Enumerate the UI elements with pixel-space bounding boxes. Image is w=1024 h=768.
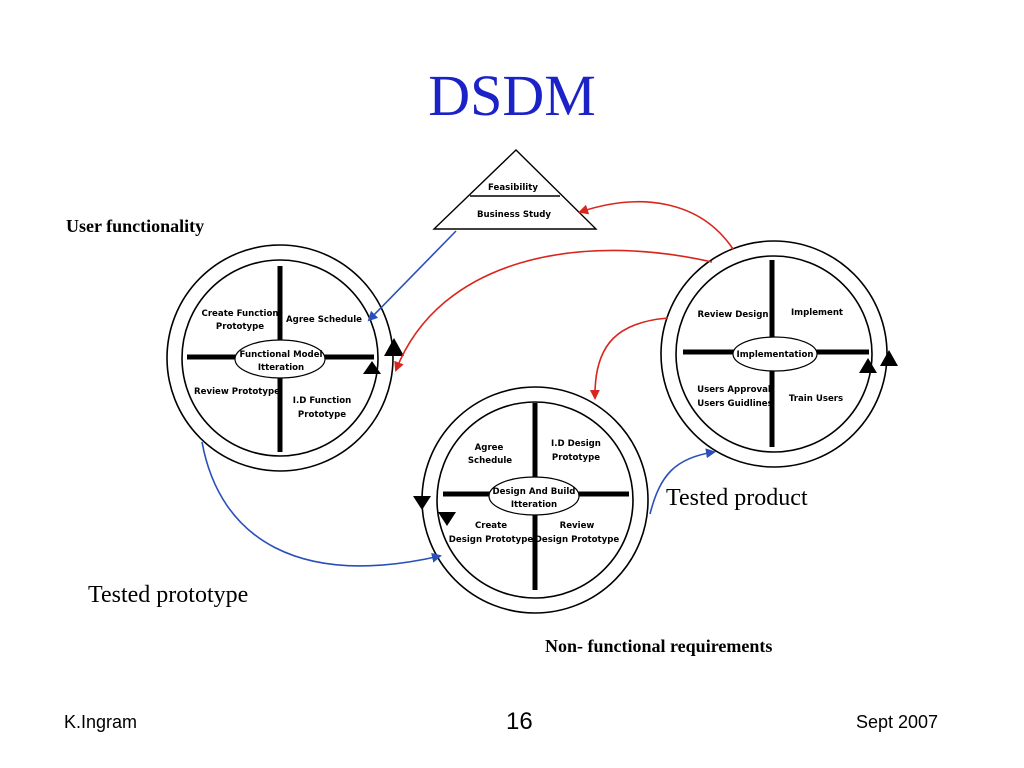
arrow-tested-product (649, 448, 716, 515)
implementation-center-ellipse (732, 336, 818, 372)
implementation-bl-line2: Users Guidlines (697, 399, 773, 409)
footer-date: Sept 2007 (856, 712, 939, 732)
functional-model-br-line1: I.D Function (293, 396, 351, 406)
functional-model-bl-line1: Review Prototype (194, 387, 280, 397)
design-build-center-line1: Design And Build (493, 487, 576, 497)
design-build-tl-line2: Schedule (468, 456, 512, 466)
functional-model-tr-line1: Agree Schedule (286, 315, 362, 325)
implementation-cycle: Implementation Review Design Implement U… (660, 240, 898, 468)
arrow-tested-prototype (201, 441, 442, 567)
arrow-feasibility-to-functional-model (367, 230, 457, 322)
design-build-bl-line1: Create (475, 521, 507, 531)
implementation-tl-line1: Review Design (697, 310, 768, 320)
functional-model-center-line1: Functional Model (240, 350, 323, 360)
functional-model-inner-direction-arrow (363, 361, 381, 374)
design-build-center-ellipse (488, 476, 580, 516)
caption-user-functionality: User functionality (66, 216, 205, 236)
caption-non-functional-requirements: Non- functional requirements (545, 636, 773, 656)
design-build-tl-line1: Agree (475, 443, 504, 453)
design-build-cycle: Design And Build Itteration Agree Schedu… (413, 386, 649, 614)
design-build-br-line2: Design Prototype (535, 535, 620, 545)
design-build-br-line1: Review (560, 521, 595, 531)
implementation-bl-line1: Users Approval (697, 385, 771, 395)
functional-model-center-line2: Itteration (258, 363, 304, 373)
page-title: DSDM (428, 63, 596, 128)
footer-page-number: 16 (506, 708, 533, 735)
implementation-outer-direction-arrow (880, 350, 898, 366)
functional-model-tl-line2: Prototype (216, 322, 264, 332)
implementation-tr-line1: Implement (791, 308, 843, 318)
caption-tested-product: Tested product (666, 485, 808, 511)
functional-model-outer-direction-arrow (384, 338, 404, 356)
feasibility-pyramid: Feasibility Business Study (432, 149, 598, 230)
functional-model-tl-line1: Create Function (202, 309, 279, 319)
design-build-outer-direction-arrow (413, 496, 431, 510)
design-build-center-line2: Itteration (511, 500, 557, 510)
design-build-tr-line1: I.D Design (551, 439, 601, 449)
implementation-br-line1: Train Users (789, 394, 843, 404)
arrow-implementation-to-business-study (578, 201, 734, 250)
pyramid-business-study-label: Business Study (477, 210, 551, 220)
arrow-implementation-to-design-build (589, 317, 669, 400)
caption-tested-prototype: Tested prototype (88, 582, 249, 608)
functional-model-center-ellipse (234, 339, 326, 379)
footer-author: K.Ingram (64, 712, 138, 732)
arrow-implementation-to-functional-model (394, 249, 713, 372)
functional-model-br-line2: Prototype (298, 410, 346, 420)
design-build-tr-line2: Prototype (552, 453, 600, 463)
implementation-center-line1: Implementation (737, 350, 814, 360)
design-build-bl-line2: Design Prototype (449, 535, 534, 545)
functional-model-cycle: Functional Model Itteration Create Funct… (166, 244, 404, 472)
implementation-inner-direction-arrow (859, 358, 877, 373)
pyramid-feasibility-label: Feasibility (488, 183, 538, 193)
design-build-inner-direction-arrow (438, 512, 456, 526)
